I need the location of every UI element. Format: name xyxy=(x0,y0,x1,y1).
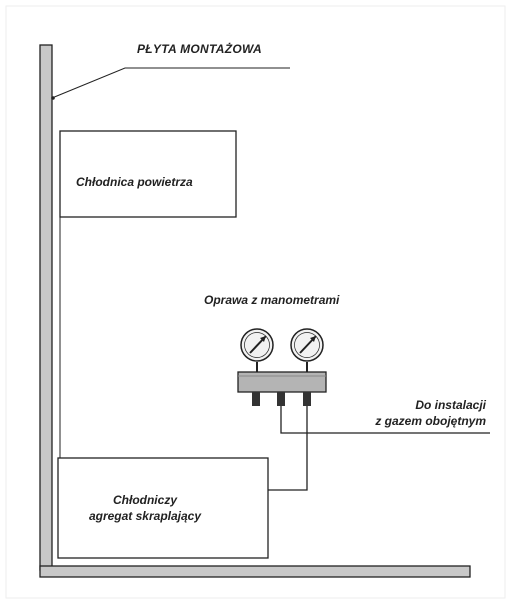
image-border xyxy=(5,5,506,599)
manifold-label: Oprawa z manometrami xyxy=(204,293,340,307)
manifold-port-3 xyxy=(303,392,311,406)
condensing-unit-box xyxy=(57,457,269,559)
plate-leader-dot xyxy=(51,96,55,100)
condensing-unit-label-line1: Chłodniczy xyxy=(112,493,177,507)
air-cooler-label: Chłodnica powietrza xyxy=(76,175,193,189)
air-cooler-box xyxy=(59,130,237,218)
manifold-port-2 xyxy=(277,392,285,406)
installation-label-line2: z gazem obojętnym xyxy=(375,414,486,428)
installation-label: Do instalacji z gazem obojętnym xyxy=(336,397,486,429)
hose-to-installation xyxy=(280,406,490,434)
condensing-unit-label-line2: agregat skraplający xyxy=(88,509,202,523)
hose-to-unit xyxy=(268,406,308,491)
pressure-gauge-left xyxy=(240,328,274,372)
manifold-body xyxy=(237,371,327,393)
pressure-gauge-right xyxy=(290,328,324,372)
mounting-plate-label: PŁYTA MONTAŻOWA xyxy=(137,42,262,56)
installation-label-line1: Do instalacji xyxy=(415,398,486,412)
manifold-port-1 xyxy=(252,392,260,406)
mounting-plate-base xyxy=(39,565,471,578)
condensing-unit-label: Chłodniczy agregat skraplający xyxy=(65,492,225,524)
plate-leader-line xyxy=(51,67,290,99)
mounting-plate-vertical xyxy=(39,44,53,571)
